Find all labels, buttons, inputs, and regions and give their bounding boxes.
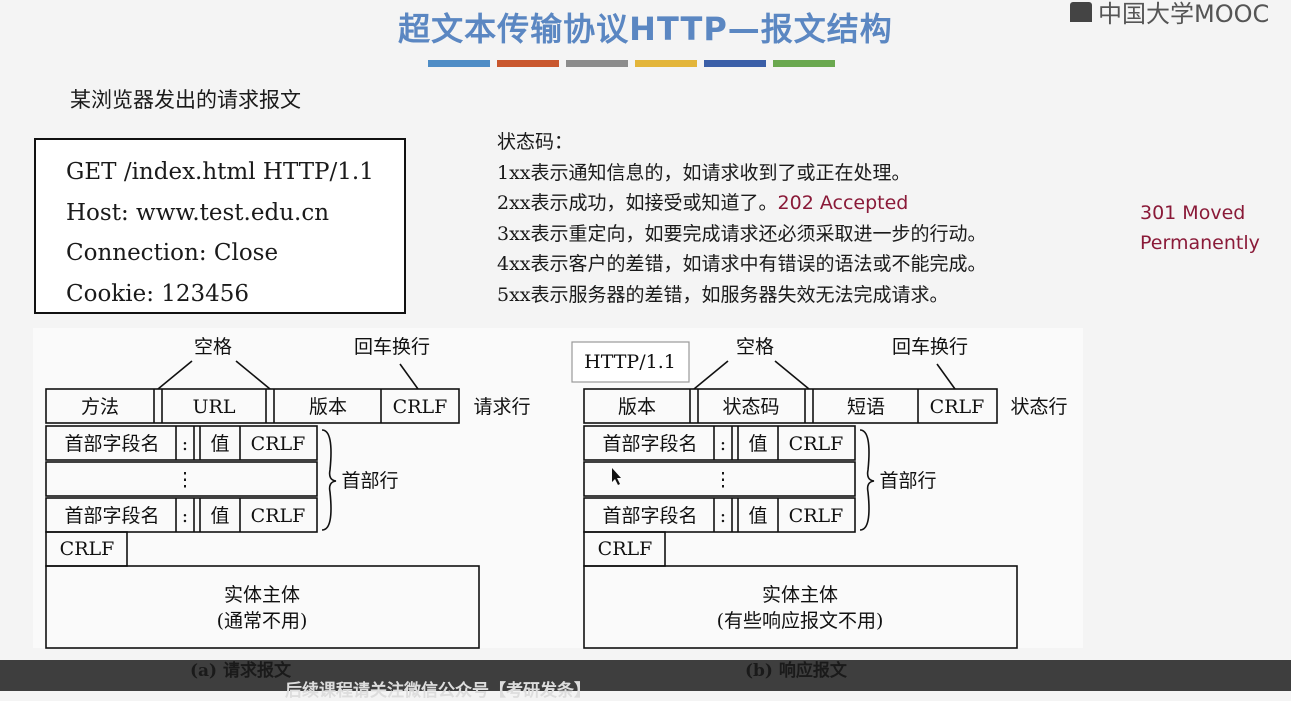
response-structure bbox=[571, 341, 1018, 649]
mooc-logo-icon bbox=[1070, 1, 1092, 22]
resp-crlf-final: CRLF bbox=[598, 538, 653, 560]
resp-crlf-2: CRLF bbox=[789, 505, 844, 527]
request-line-row bbox=[45, 388, 460, 424]
request-example-heading: 某浏览器发出的请求报文 bbox=[70, 88, 301, 112]
note-202: 202 Accepted bbox=[777, 192, 909, 214]
request-header-row-1 bbox=[45, 425, 318, 461]
req-crlf-1: CRLF bbox=[251, 433, 306, 455]
bottom-notice: 后续课程请关注微信公众号【考研发条】 bbox=[285, 681, 591, 701]
request-structure bbox=[45, 360, 480, 649]
req-crlf-label: 回车换行 bbox=[354, 336, 430, 358]
response-header-row-2 bbox=[583, 497, 856, 533]
req-field-name-1: 首部字段名 bbox=[64, 433, 159, 455]
resp-colon-1: : bbox=[720, 433, 726, 455]
resp-http-version: HTTP/1.1 bbox=[584, 351, 676, 373]
req-crlf: CRLF bbox=[393, 396, 448, 418]
req-field-name-2: 首部字段名 bbox=[64, 505, 159, 527]
mouse-cursor-icon bbox=[612, 468, 621, 485]
resp-body-note: (有些响应报文不用) bbox=[717, 610, 884, 632]
response-body-box bbox=[583, 565, 1018, 649]
resp-colon-2: : bbox=[720, 505, 726, 527]
resp-field-name-2: 首部字段名 bbox=[602, 505, 697, 527]
resp-status-code: 状态码 bbox=[722, 396, 779, 418]
status-4xx: 4xx表示客户的差错，如请求中有错误的语法或不能完成。 bbox=[497, 253, 987, 275]
status-5xx: 5xx表示服务器的差错，如服务器失效无法完成请求。 bbox=[497, 283, 949, 306]
note-301: 301 Moved Permanently bbox=[1140, 198, 1260, 258]
status-1xx: 1xx表示通知信息的，如请求收到了或正在处理。 bbox=[497, 161, 911, 184]
req-row-label: 请求行 bbox=[473, 396, 530, 418]
resp-value-2: 值 bbox=[748, 505, 767, 527]
logo-text: 中国大学MOOC bbox=[1098, 0, 1270, 28]
note-301-line1: 301 Moved bbox=[1140, 202, 1246, 224]
status-3xx: 3xx表示重定向，如要完成请求还必须采取进一步的行动。 bbox=[497, 222, 987, 245]
resp-body: 实体主体 bbox=[762, 584, 838, 606]
cookie-line: Cookie: 123456 bbox=[66, 280, 250, 307]
request-header-ellipsis-row bbox=[45, 461, 318, 497]
req-body: 实体主体 bbox=[224, 584, 300, 606]
status-heading: 状态码： bbox=[497, 131, 574, 153]
diagram-background bbox=[33, 328, 1083, 648]
resp-version: 版本 bbox=[618, 396, 656, 418]
req-crlf-final: CRLF bbox=[60, 538, 115, 560]
status-line-row bbox=[583, 388, 998, 424]
status-2xx: 2xx表示成功，如接受或知道了。 bbox=[497, 192, 778, 214]
video-control-bar[interactable] bbox=[0, 660, 1291, 691]
connection-line: Connection: Close bbox=[66, 240, 279, 266]
resp-row-label: 状态行 bbox=[1010, 396, 1067, 418]
request-header-brace bbox=[321, 429, 337, 531]
req-value-1: 值 bbox=[210, 433, 229, 455]
resp-crlf: CRLF bbox=[930, 396, 985, 418]
resp-crlf-1: CRLF bbox=[789, 433, 844, 455]
color-bar-5 bbox=[704, 60, 766, 67]
color-bar-6 bbox=[773, 60, 835, 67]
page-title: 超文本传输协议HTTP—报文结构 bbox=[398, 10, 893, 48]
req-colon-1: : bbox=[182, 433, 188, 455]
note-301-line2: Permanently bbox=[1140, 232, 1260, 254]
request-message-box: GET /index.html HTTP/1.1 Host: www.test.… bbox=[34, 138, 406, 314]
http-version-tag-box bbox=[571, 341, 690, 383]
req-space-label: 空格 bbox=[194, 336, 232, 358]
req-colon-2: : bbox=[182, 505, 188, 527]
color-bar-3 bbox=[566, 60, 628, 67]
mooc-logo: 中国大学MOOC bbox=[1070, 0, 1269, 29]
req-dots: ⋮ bbox=[176, 469, 195, 491]
status-2xx-row: 2xx表示成功，如接受或知道了。202 Accepted bbox=[497, 188, 987, 219]
req-header-label: 首部行 bbox=[341, 470, 398, 492]
status-code-list: 状态码： 1xx表示通知信息的，如请求收到了或正在处理。 2xx表示成功，如接受… bbox=[497, 127, 987, 310]
req-version: 版本 bbox=[309, 396, 347, 418]
req-value-2: 值 bbox=[210, 505, 229, 527]
color-bar-2 bbox=[497, 60, 559, 67]
resp-space-label: 空格 bbox=[736, 336, 774, 358]
req-body-note: (通常不用) bbox=[217, 610, 308, 632]
resp-header-label: 首部行 bbox=[879, 470, 936, 492]
response-header-brace bbox=[859, 429, 875, 531]
req-crlf-2: CRLF bbox=[251, 505, 306, 527]
request-line: GET /index.html HTTP/1.1 bbox=[66, 159, 374, 185]
resp-dots: ⋮ bbox=[714, 469, 733, 491]
request-caption: (a) 请求报文 bbox=[190, 661, 292, 681]
req-method: 方法 bbox=[81, 396, 119, 418]
resp-crlf-label: 回车换行 bbox=[892, 336, 968, 358]
color-bar-1 bbox=[428, 60, 490, 67]
host-line: Host: www.test.edu.cn bbox=[66, 199, 330, 226]
response-header-row-1 bbox=[583, 425, 856, 461]
request-body-box bbox=[45, 565, 480, 649]
req-url: URL bbox=[193, 396, 236, 418]
resp-value-1: 值 bbox=[748, 433, 767, 455]
response-caption: (b) 响应报文 bbox=[745, 661, 847, 681]
resp-field-name-1: 首部字段名 bbox=[602, 433, 697, 455]
response-header-ellipsis-row bbox=[583, 461, 856, 497]
resp-phrase: 短语 bbox=[847, 396, 885, 418]
request-header-row-2 bbox=[45, 497, 318, 533]
color-bar-4 bbox=[635, 60, 697, 67]
